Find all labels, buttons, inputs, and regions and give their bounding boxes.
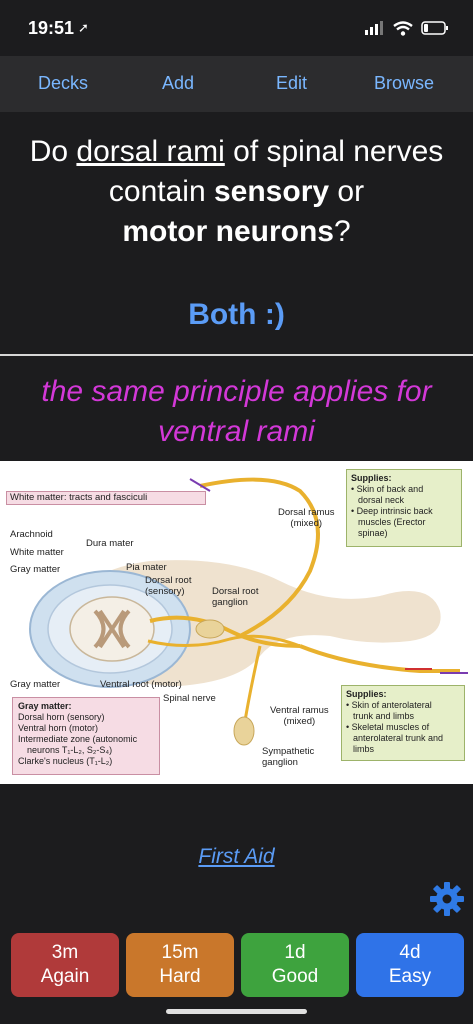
label-dorsal-root: Dorsal root (sensory) [145,575,191,597]
afferent-arrow [189,478,211,492]
question-text: of spinal nerves contain [108,135,444,208]
status-bar: 19:51 ➚ [0,0,473,56]
label-ventral-ramus-line2: (mixed) [283,716,316,727]
white-matter-box-text: White matter: tracts and fasciculi [10,492,148,503]
again-label: Again [40,966,90,987]
label-ventral-ramus-line1: Ventral ramus [270,705,329,716]
again-time: 3m [51,942,79,963]
spinal-nerve-figure: White matter: tracts and fasciculi Arach… [0,461,473,784]
question-bold: sensory [213,175,330,208]
label-gray-matter-bottom: Gray matter [10,679,61,690]
easy-label: Easy [388,966,432,987]
supplies-top-item: • Deep intrinsic back [351,506,433,516]
label-white-matter: White matter [10,547,64,558]
supplies-bottom-item: anterolateral trunk and [353,733,444,743]
label-dorsal-root-ganglion: Dorsal root ganglion [212,586,258,608]
gray-matter-shape [93,609,131,649]
label-dorsal-root-line2: (sensory) [145,586,185,597]
label-dura-mater: Dura mater [86,538,134,549]
dorsal-ramus-line [199,477,320,638]
question-text: or [337,175,365,208]
label-ventral-root: Ventral root (motor) [100,679,182,690]
again-button[interactable]: 3m Again [11,933,119,997]
supplies-bottom-item: trunk and limbs [353,711,415,721]
status-time: 19:51 [28,18,75,38]
battery-icon [421,21,448,35]
card-answer: Both :) [188,298,285,331]
gray-box-item: Ventral horn (motor) [18,723,99,733]
wifi-icon [393,20,413,36]
label-sympathetic-ganglion: Sympathetic ganglion [262,746,314,768]
label-dorsal-ramus-line1: Dorsal ramus [278,507,335,518]
label-arachnoid: Arachnoid [10,529,53,540]
label-gray-matter: Gray matter [10,564,61,575]
supplies-box-top: Supplies: • Skin of back and dorsal neck… [346,469,462,547]
label-spinal-nerve: Spinal nerve [163,693,216,704]
answer-divider [0,354,473,356]
question-bold: motor neurons [122,215,334,248]
hard-button[interactable]: 15m Hard [126,933,234,997]
white-matter-box: White matter: tracts and fasciculi [6,491,206,505]
card-note: the same principle applies for ventral r… [41,375,432,448]
nav-edit[interactable]: Edit [276,73,308,93]
source-link[interactable]: First Aid [198,845,275,868]
label-sympathetic-line2: ganglion [262,757,298,768]
label-drg-line2: ganglion [212,597,248,608]
question-text: ? [333,215,351,248]
label-dorsal-ramus-line2: (mixed) [290,518,323,529]
supplies-bottom-title: Supplies: [346,689,387,699]
good-time: 1d [284,942,306,963]
supplies-top-item: • Skin of back and [351,484,424,494]
label-pia-mater: Pia mater [126,562,167,573]
signal-icon [365,21,383,35]
supplies-bottom-item: limbs [353,744,375,754]
hard-time: 15m [161,942,199,963]
question-underlined: dorsal rami [76,135,225,168]
gray-box-item: Dorsal horn (sensory) [18,712,105,722]
label-dorsal-root-line1: Dorsal root [145,575,192,586]
home-indicator [166,1009,307,1014]
supplies-top-item: muscles (Erector [358,517,426,527]
nav-bar: Decks Add Edit Browse [0,56,473,112]
dorsal-root-ganglion-shape [195,619,225,639]
gray-box-title: Gray matter: [18,701,72,711]
location-arrow-icon: ➚ [78,20,89,35]
sympathetic-branch-line [243,645,262,722]
label-sympathetic-line1: Sympathetic [262,746,315,757]
supplies-top-item: spinae) [358,528,388,538]
nav-add[interactable]: Add [162,73,195,93]
nav-decks[interactable]: Decks [38,73,89,93]
gray-matter-box: Gray matter: Dorsal horn (sensory) Ventr… [12,697,160,775]
easy-time: 4d [399,942,421,963]
label-drg-line1: Dorsal root [212,586,259,597]
ventral-root-line [147,634,301,648]
answer-bar: 3m Again 15m Hard 1d Good 4d Easy [0,922,473,1024]
gray-box-item: neurons T₁-L₂, S₂-S₄) [27,745,113,755]
good-button[interactable]: 1d Good [241,933,349,997]
question-text: Do [29,135,69,168]
supplies-bottom-item: • Skin of anterolateral [346,700,432,710]
supplies-top-item: dorsal neck [358,495,405,505]
label-dorsal-ramus: Dorsal ramus (mixed) [278,507,335,529]
card-question: Do dorsal rami of spinal nerves contain … [10,132,463,252]
gray-box-item: Clarke's nucleus (T₁-L₂) [18,756,113,766]
supplies-top-title: Supplies: [351,473,392,483]
spinal-nerve-diagram [29,477,468,746]
label-ventral-ramus: Ventral ramus (mixed) [270,705,329,727]
ventral-ramus-line [299,644,460,673]
good-label: Good [271,966,319,987]
sympathetic-ganglion-shape [233,716,255,746]
hard-label: Hard [159,966,201,987]
easy-button[interactable]: 4d Easy [356,933,464,997]
dorsal-root-line [149,615,301,648]
supplies-bottom-item: • Skeletal muscles of [346,722,430,732]
supplies-box-bottom: Supplies: • Skin of anterolateral trunk … [341,685,465,761]
gear-icon[interactable] [428,880,466,918]
gray-box-item: Intermediate zone (autonomic [18,734,138,744]
status-icons [365,18,449,38]
nav-browse[interactable]: Browse [374,73,435,93]
